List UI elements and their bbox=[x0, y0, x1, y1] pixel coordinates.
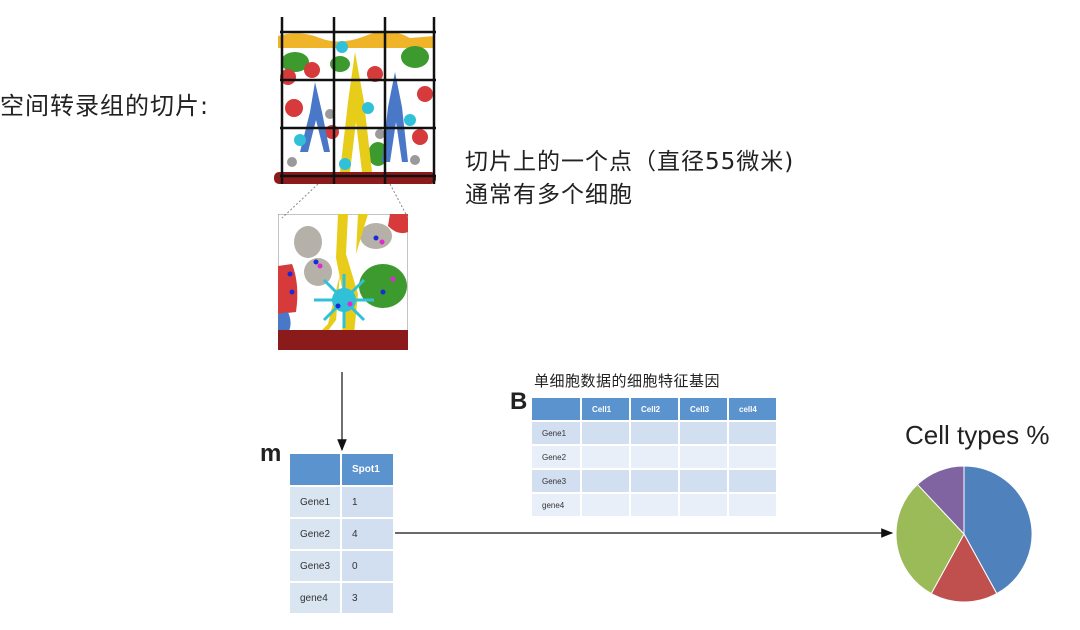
table-header-cell: Cell1 bbox=[580, 396, 631, 422]
table-cell bbox=[629, 492, 680, 518]
table-cell bbox=[580, 468, 631, 494]
table-cell bbox=[727, 420, 778, 446]
table-cell bbox=[629, 468, 680, 494]
panel-label-b: B bbox=[510, 388, 528, 415]
pie-slice-4 bbox=[916, 465, 965, 536]
table-header-row: Cell1 Cell2 Cell3 cell4 bbox=[530, 396, 778, 422]
table-cell bbox=[727, 444, 778, 470]
expression-value-cell: 4 bbox=[340, 517, 395, 551]
table-header-row: Spot1 bbox=[288, 452, 395, 487]
gene-name-cell: Gene3 bbox=[288, 549, 342, 583]
panel-label-m: m bbox=[260, 440, 282, 467]
table-row: Gene1 bbox=[530, 420, 778, 446]
table-cell bbox=[678, 492, 729, 518]
table-row: gene4 bbox=[530, 492, 778, 518]
table-header-cell: cell4 bbox=[727, 396, 778, 422]
table-row: Gene3 bbox=[530, 468, 778, 494]
reference-signature-table: Cell1 Cell2 Cell3 cell4 Gene1 Gene2 Gene… bbox=[530, 396, 778, 518]
table-header-cell: Cell3 bbox=[678, 396, 729, 422]
reference-table-caption: 单细胞数据的细胞特征基因 bbox=[534, 372, 721, 390]
table-cell bbox=[580, 444, 631, 470]
expression-value-cell: 3 bbox=[340, 581, 395, 615]
pie-slice-3 bbox=[895, 483, 965, 595]
table-cell bbox=[580, 420, 631, 446]
table-header-cell: Cell2 bbox=[629, 396, 680, 422]
expression-value-cell: 0 bbox=[340, 549, 395, 583]
section-label: 空间转录组的切片: bbox=[0, 92, 210, 120]
spot-note-line1: 切片上的一个点（直径55微米) bbox=[465, 149, 795, 175]
gene-name-cell: Gene1 bbox=[288, 485, 342, 519]
table-cell bbox=[580, 492, 631, 518]
gene-name-cell: Gene3 bbox=[530, 468, 582, 494]
spot-note-line2: 通常有多个细胞 bbox=[465, 182, 633, 208]
gene-name-cell: gene4 bbox=[530, 492, 582, 518]
table-row: gene4 3 bbox=[288, 581, 395, 615]
table-cell bbox=[678, 420, 729, 446]
table-header-cell bbox=[530, 396, 582, 422]
spot-expression-table: Spot1 Gene1 1 Gene2 4 Gene3 0 gene4 3 bbox=[288, 452, 395, 615]
table-row: Gene2 4 bbox=[288, 517, 395, 551]
table-row: Gene2 bbox=[530, 444, 778, 470]
pie-title: Cell types % bbox=[905, 420, 1050, 450]
table-cell bbox=[727, 492, 778, 518]
table-cell bbox=[678, 444, 729, 470]
table-cell bbox=[678, 468, 729, 494]
gene-name-cell: Gene2 bbox=[288, 517, 342, 551]
zoomed-spot-illustration bbox=[278, 214, 408, 350]
gene-name-cell: Gene2 bbox=[530, 444, 582, 470]
table-cell bbox=[727, 468, 778, 494]
spot-description: 切片上的一个点（直径55微米) 通常有多个细胞 bbox=[465, 146, 794, 212]
gene-name-cell: gene4 bbox=[288, 581, 342, 615]
table-row: Gene1 1 bbox=[288, 485, 395, 519]
gene-name-cell: Gene1 bbox=[530, 420, 582, 446]
table-header-cell: Spot1 bbox=[340, 452, 395, 487]
table-row: Gene3 0 bbox=[288, 549, 395, 583]
pie-slice-2 bbox=[930, 532, 998, 603]
table-cell bbox=[629, 420, 680, 446]
tissue-slice-illustration bbox=[274, 17, 436, 184]
table-cell bbox=[629, 444, 680, 470]
pie-slice-1 bbox=[963, 465, 1033, 595]
table-header-cell bbox=[288, 452, 342, 487]
cell-type-pie-chart bbox=[895, 465, 1033, 603]
expression-value-cell: 1 bbox=[340, 485, 395, 519]
